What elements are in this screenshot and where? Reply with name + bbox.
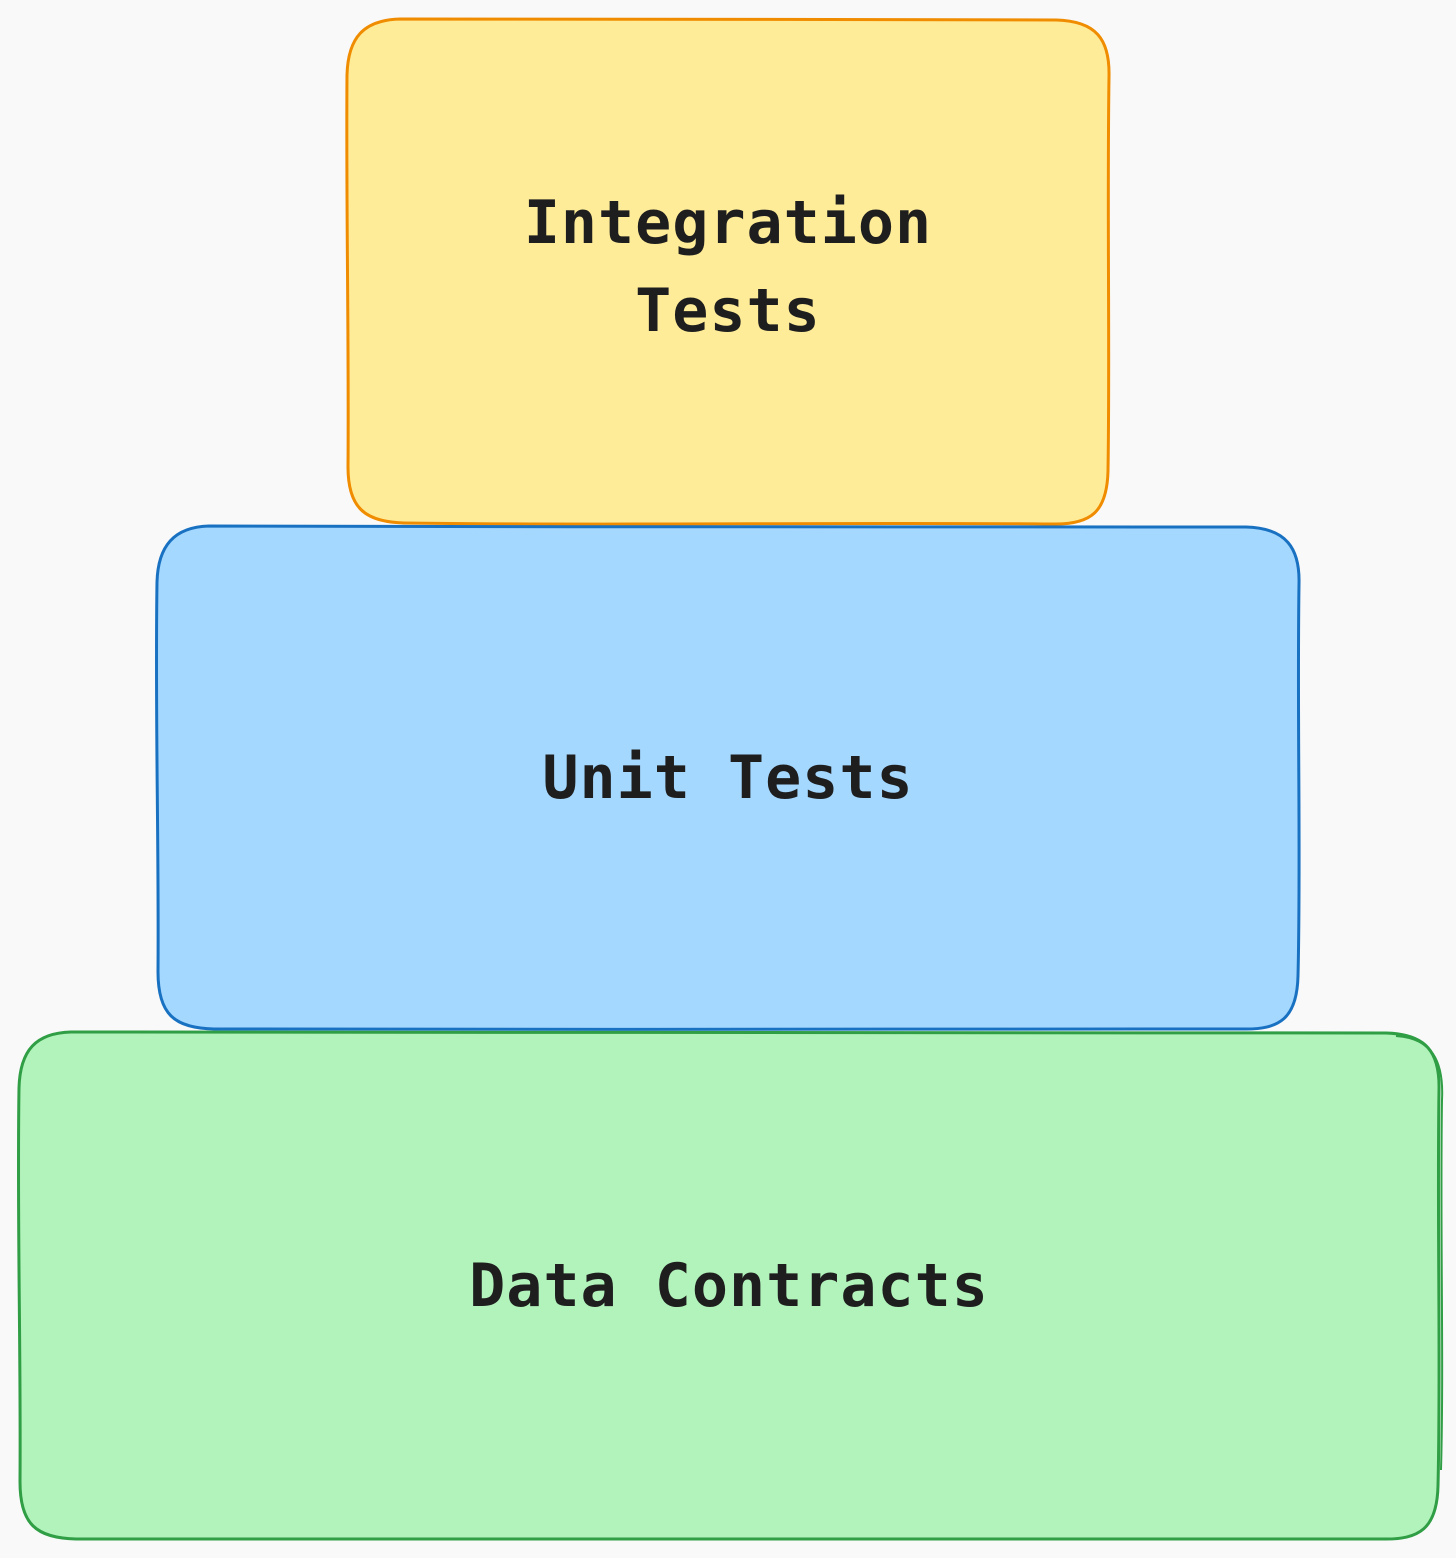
unit-tests-label: Unit Tests (542, 743, 914, 813)
integration-tests-outline (345, 17, 1111, 526)
data-contracts-outline (16, 1030, 1444, 1542)
integration-tests-label: Integration Tests (523, 188, 933, 346)
unit-tests-box[interactable]: Unit Tests (154, 524, 1302, 1032)
data-contracts-box[interactable]: Data Contracts (16, 1030, 1444, 1542)
unit-tests-outline (154, 524, 1301, 1032)
data-contracts-label: Data Contracts (469, 1251, 989, 1321)
integration-tests-box[interactable]: Integration Tests (344, 17, 1112, 527)
